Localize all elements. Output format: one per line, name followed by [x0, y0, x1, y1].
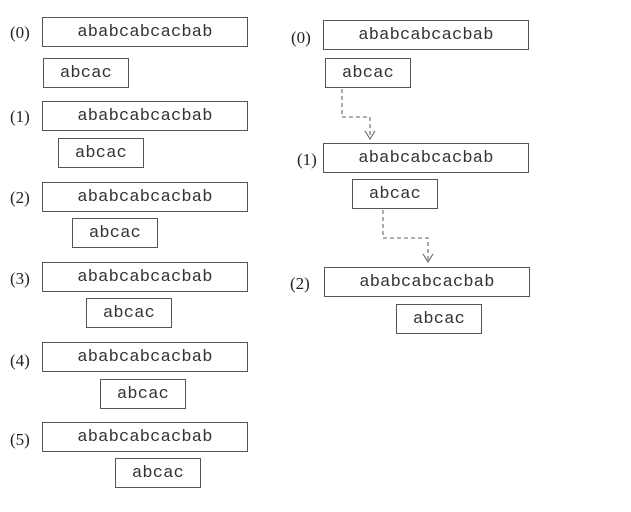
- naive-step-2-text-box: ababcabcacbab: [42, 182, 248, 212]
- kmp-step-2-pattern-box: abcac: [396, 304, 482, 334]
- kmp-step-1-label: (1): [297, 150, 317, 169]
- kmp-step-0-label: (0): [291, 28, 311, 47]
- naive-step-5-pattern-box: abcac: [115, 458, 201, 488]
- naive-step-0-pattern-box: abcac: [43, 58, 129, 88]
- naive-step-2-label: (2): [10, 188, 30, 207]
- kmp-step-1-text-box: ababcabcacbab: [323, 143, 529, 173]
- kmp-arrow-1-to-2-head: [422, 253, 434, 264]
- naive-step-4-pattern-box: abcac: [100, 379, 186, 409]
- kmp-step-2-text-box: ababcabcacbab: [324, 267, 530, 297]
- kmp-arrow-0-to-1: [341, 89, 371, 138]
- naive-step-3-pattern-box: abcac: [86, 298, 172, 328]
- kmp-arrow-1-to-2: [382, 210, 429, 261]
- naive-step-3-text-box: ababcabcacbab: [42, 262, 248, 292]
- naive-step-1-text-box: ababcabcacbab: [42, 101, 248, 131]
- kmp-step-1-pattern-box: abcac: [352, 179, 438, 209]
- naive-step-3-label: (3): [10, 269, 30, 288]
- naive-step-5-text-box: ababcabcacbab: [42, 422, 248, 452]
- naive-step-1-pattern-box: abcac: [58, 138, 144, 168]
- naive-step-0-label: (0): [10, 23, 30, 42]
- kmp-step-2-label: (2): [290, 274, 310, 293]
- kmp-arrow-0-to-1-head: [364, 130, 376, 141]
- naive-step-4-text-box: ababcabcacbab: [42, 342, 248, 372]
- naive-step-0-text-box: ababcabcacbab: [42, 17, 248, 47]
- kmp-step-0-text-box: ababcabcacbab: [323, 20, 529, 50]
- kmp-step-0-pattern-box: abcac: [325, 58, 411, 88]
- naive-step-1-label: (1): [10, 107, 30, 126]
- naive-step-2-pattern-box: abcac: [72, 218, 158, 248]
- naive-step-5-label: (5): [10, 430, 30, 449]
- naive-step-4-label: (4): [10, 351, 30, 370]
